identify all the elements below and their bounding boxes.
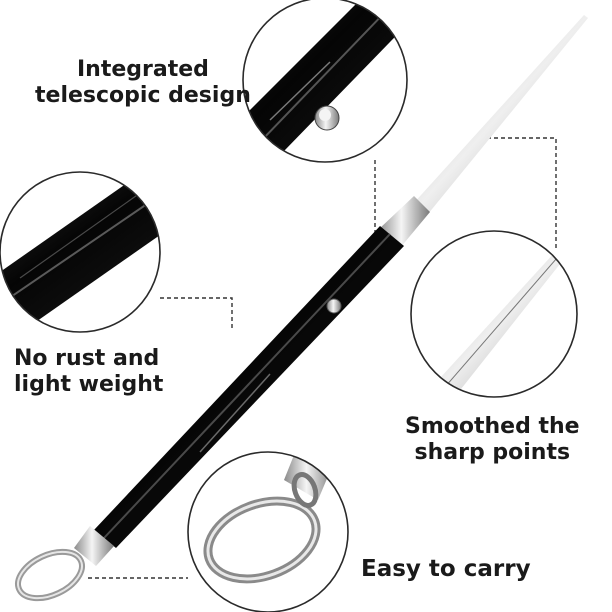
callout-circle-rust xyxy=(0,171,161,333)
sharp-label-line-2: sharp points xyxy=(414,439,571,465)
callout-circle-sharp xyxy=(410,230,578,398)
callout-rust xyxy=(0,172,160,332)
telescopic-design-label: Integrated telescopic design xyxy=(35,57,251,109)
rust-label-line-1: No rust and xyxy=(14,346,160,371)
sharp-points-label: Smoothed the sharp points xyxy=(405,414,580,466)
toothpick-pen xyxy=(15,15,588,602)
rust-label-line-2: light weight xyxy=(14,371,164,397)
callout-circle-telescopic xyxy=(242,0,408,163)
easy-to-carry-label: Easy to carry xyxy=(361,556,531,582)
callout-circle-carry xyxy=(187,451,349,612)
telescopic-label-line-2: telescopic design xyxy=(35,82,251,108)
callout-sharp xyxy=(411,231,577,397)
telescopic-label-line-1: Integrated xyxy=(76,57,209,82)
callout-leader-lines xyxy=(88,137,557,579)
callout-carry xyxy=(188,452,348,612)
sharp-label-line-1: Smoothed the xyxy=(405,414,580,439)
no-rust-label: No rust and light weight xyxy=(14,346,163,398)
